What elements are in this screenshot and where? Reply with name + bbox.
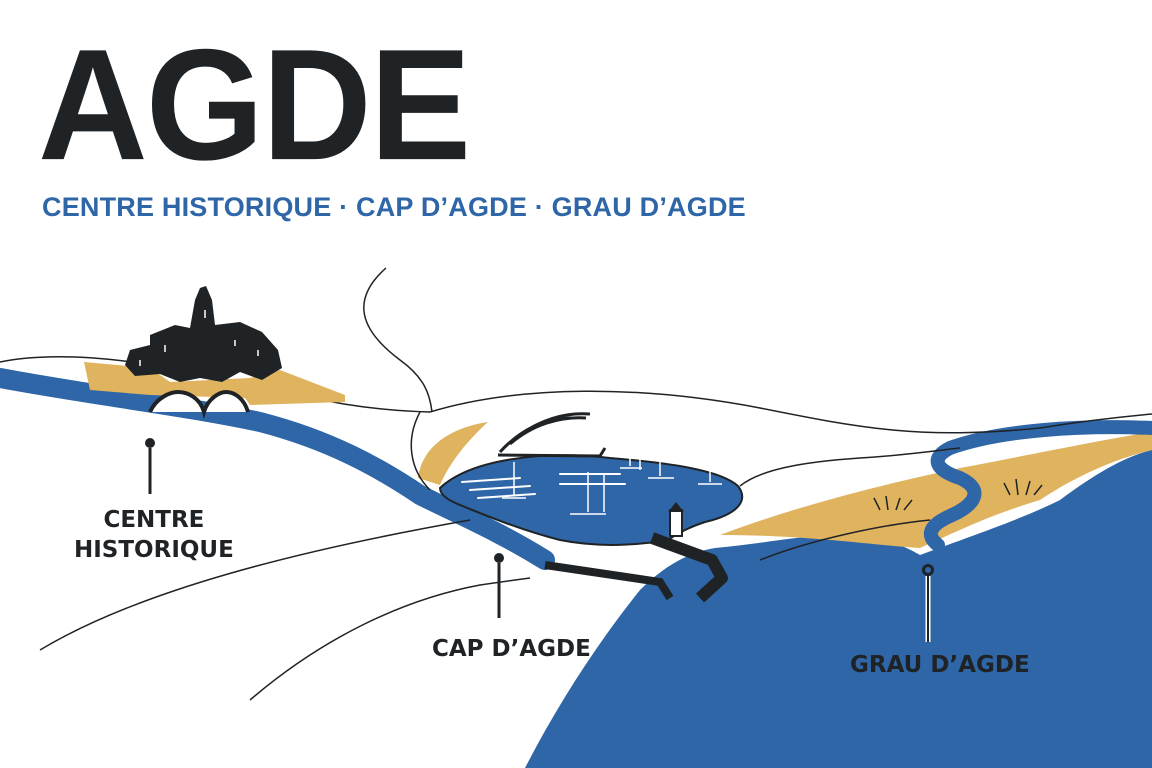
label-centre-line1: CENTRE	[103, 507, 205, 533]
marker-grau-dagde	[922, 564, 934, 642]
cap-building	[497, 412, 607, 458]
sailboats	[502, 420, 722, 515]
river	[0, 368, 555, 570]
lighthouse	[669, 509, 683, 537]
breakwater	[649, 532, 728, 603]
label-centre-historique: CENTRE HISTORIQUE	[74, 505, 234, 565]
pier	[544, 561, 674, 601]
bridge	[148, 389, 250, 420]
label-cap-dagde: CAP D’AGDE	[432, 636, 591, 662]
label-grau-dagde: GRAU D’AGDE	[850, 652, 1030, 678]
marina-beach	[418, 422, 488, 485]
dune-grass	[873, 478, 1043, 511]
marker-cap-dagde	[494, 553, 504, 618]
historic-town	[84, 286, 345, 420]
grau-channel	[923, 420, 1152, 552]
label-centre-line2: HISTORIQUE	[74, 537, 234, 563]
contour-lines	[0, 267, 1152, 701]
map-subtitle: CENTRE HISTORIQUE · CAP D’AGDE · GRAU D’…	[42, 192, 746, 222]
old-town-buildings	[125, 286, 282, 382]
grau-beach	[720, 432, 1152, 548]
map-title: AGDE	[38, 16, 471, 194]
marker-centre-historique	[145, 438, 155, 494]
sea	[525, 450, 1152, 768]
marina-jetties	[461, 473, 626, 499]
